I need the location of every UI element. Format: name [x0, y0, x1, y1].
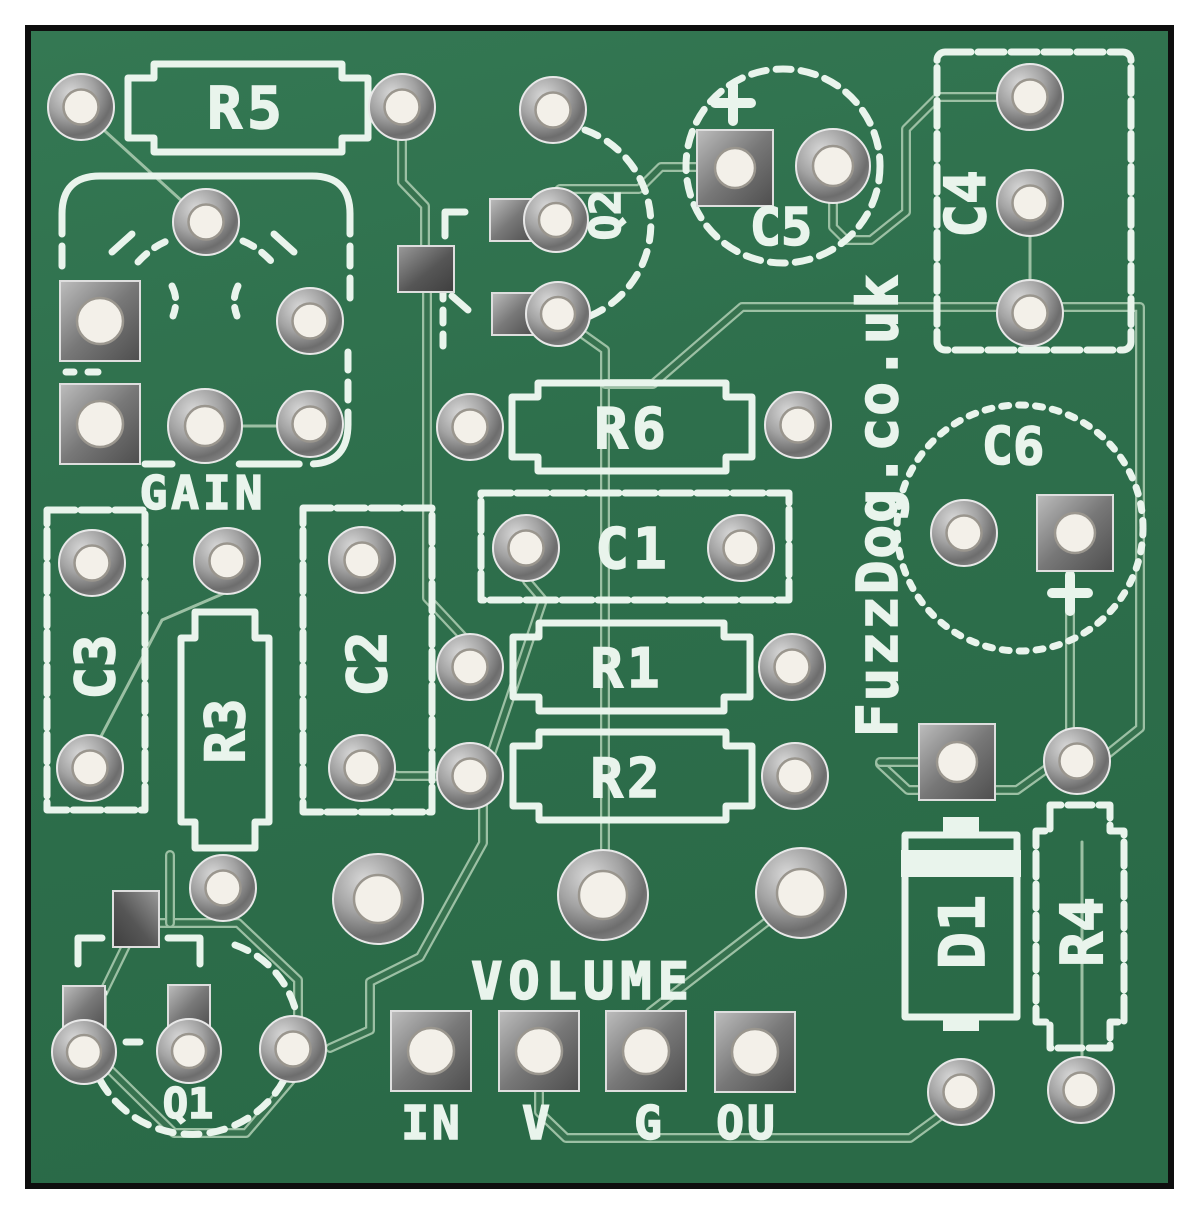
label-conn-v: V: [522, 1096, 550, 1150]
cap-c3-outline: [43, 506, 149, 814]
pad-conn-v: [497, 1009, 581, 1093]
cap-c1-outline: [477, 489, 793, 604]
pad-big-3: [754, 846, 848, 940]
cap-c5-outline: [682, 65, 884, 267]
label-gain: GAIN: [140, 466, 267, 520]
pad-c2-2: [327, 733, 397, 803]
pad-q1-smd: [112, 890, 160, 948]
pad-c1-2: [706, 513, 776, 583]
label-c5: C5: [750, 198, 813, 258]
pad-q1-3: [258, 1014, 328, 1084]
label-c6: C6: [982, 417, 1045, 477]
pad-c3-2: [55, 733, 125, 803]
label-volume: VOLUME: [471, 952, 695, 1012]
pad-gain-r2: [275, 389, 345, 459]
label-r1: R1: [590, 637, 663, 700]
resistor-r3-outline: [177, 608, 273, 852]
label-c3: C3: [64, 634, 127, 699]
pad-c6-plus: [1035, 493, 1115, 573]
pad-conn-g: [604, 1009, 688, 1093]
pad-c5-minus: [794, 127, 872, 205]
c5-plus-icon: [710, 80, 756, 126]
resistor-r5-outline: [124, 60, 372, 156]
pad-br-1: [926, 1057, 996, 1127]
resistor-r4-outline: [1032, 801, 1128, 1052]
label-r3: R3: [194, 698, 257, 763]
d1-cathode-band: [901, 850, 1021, 877]
pad-conn-in: [389, 1009, 473, 1093]
label-r4: R4: [1048, 897, 1116, 967]
label-conn-in: IN: [401, 1096, 462, 1150]
pad-conn-ou: [713, 1010, 797, 1094]
pad-r3-2: [188, 853, 258, 923]
label-c1: C1: [595, 517, 670, 582]
pad-q2-c: [518, 75, 588, 145]
diode-d1-outline: [901, 817, 1021, 1031]
pad-r5-1: [46, 72, 116, 142]
pad-r1-2: [757, 632, 827, 702]
label-conn-ou: OU: [716, 1096, 777, 1150]
label-c2: C2: [336, 631, 399, 696]
pad-r6-1: [435, 392, 505, 462]
pad-c1-1: [491, 513, 561, 583]
pad-c4-1: [995, 62, 1065, 132]
pad-r2-1: [435, 741, 505, 811]
pad-d1-2: [1042, 726, 1112, 796]
pad-c3-1: [57, 528, 127, 598]
pad-r5-2: [367, 72, 437, 142]
pad-gain-sq2: [58, 382, 142, 466]
label-conn-g: G: [634, 1096, 662, 1150]
cap-c4-outline: [933, 48, 1135, 354]
pad-c4-2: [995, 168, 1065, 238]
resistor-r1-outline: [509, 619, 754, 715]
label-c4: C4: [934, 170, 999, 237]
pad-q2-smd: [397, 245, 455, 293]
c6-plus-icon: [1047, 570, 1093, 616]
pad-gain-center: [166, 387, 244, 465]
pad-r3-1: [192, 526, 262, 596]
pad-c6-minus: [929, 498, 999, 568]
cap-c6-outline: [893, 401, 1147, 655]
label-d1: D1: [926, 895, 999, 970]
pad-c4-3: [995, 278, 1065, 348]
pad-d1-1: [917, 722, 997, 802]
silkscreen-text: R5 GAIN Q2 C5 C4 FuzzDog.co.uk C6 R6 C1 …: [63, 73, 1117, 1151]
brand-text: FuzzDog.co.uk: [846, 273, 911, 737]
silkscreen-layer: [43, 48, 1147, 1138]
label-q2: Q2: [581, 190, 630, 241]
pad-r6-2: [763, 390, 833, 460]
pad-gain-r1: [275, 286, 345, 356]
pad-r2-2: [760, 741, 830, 811]
label-r2: R2: [590, 747, 663, 810]
gain-pot-outline: [58, 172, 354, 468]
pad-r1-1: [435, 632, 505, 702]
pad-c2-1: [327, 525, 397, 595]
pad-big-1: [331, 852, 425, 946]
resistor-r6-outline: [508, 379, 756, 475]
pad-big-2: [556, 848, 650, 942]
label-r6: R6: [594, 397, 669, 462]
pad-gain-top: [171, 187, 241, 257]
resistor-r2-outline: [509, 728, 756, 824]
cap-c2-outline: [299, 504, 436, 816]
pad-c5-plus: [695, 128, 775, 208]
label-q1: Q1: [163, 1079, 214, 1128]
label-r5: R5: [207, 74, 287, 142]
pad-br-2: [1046, 1055, 1116, 1125]
pad-gain-sq1: [58, 279, 142, 363]
